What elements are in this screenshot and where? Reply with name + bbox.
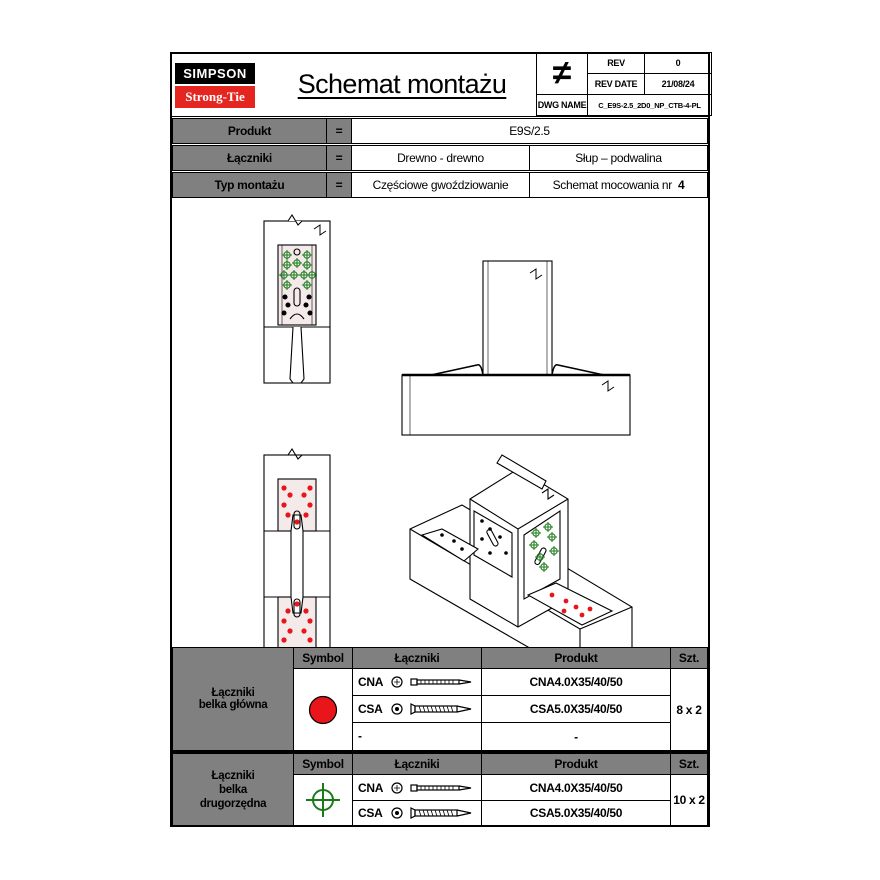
side-view (401, 260, 631, 436)
table1-row-cna: CNA (352, 668, 482, 696)
scheme-number: 4 (678, 178, 685, 192)
page-title: Schemat montażu (297, 68, 507, 99)
table2-group-label: Łączniki belka drugorzędna (172, 753, 294, 826)
table2-group-label-line2: belka (219, 783, 247, 796)
table1-header-qty: Szt. (670, 647, 708, 669)
table1-header-product: Produkt (481, 647, 671, 669)
csa-screw-icon (391, 807, 472, 819)
table1-header-symbol: Symbol (293, 647, 353, 669)
logo-strongtie-text: Strong-Tie (175, 86, 255, 108)
table2-row-csa: CSA (352, 800, 482, 826)
rev-label: REV (587, 52, 645, 74)
green-crosshair-symbol-icon (306, 783, 340, 817)
table2-header-qty: Szt. (670, 753, 708, 775)
table2-header-fasteners: Łączniki (352, 753, 482, 775)
iso-red-nails (549, 592, 593, 618)
front-view-upper-nails (278, 249, 318, 316)
mount-type-value-right: Schemat mocowania nr 4 (529, 172, 708, 198)
table2-group-label-line1: Łączniki (211, 769, 255, 782)
plan-view-lower (263, 447, 331, 647)
red-dot-symbol-icon (308, 695, 338, 724)
iso-black-holes (440, 519, 508, 555)
table2-symbol-cell (293, 774, 353, 826)
table1-empty-product: - (481, 722, 671, 751)
isometric-view (409, 454, 633, 647)
table2-header-product: Produkt (481, 753, 671, 775)
cna-nail-icon (391, 676, 472, 688)
not-equal-box: ≠ (536, 52, 588, 95)
mount-type-eq: = (326, 172, 352, 198)
installation-drawing (263, 213, 633, 647)
rev-date-value: 21/08/24 (644, 73, 712, 95)
table1-row-csa: CSA (352, 695, 482, 723)
dwg-name-label: DWG NAME (536, 94, 588, 116)
table1-csa-product: CSA5.0X35/40/50 (481, 695, 671, 723)
not-equal-icon: ≠ (552, 54, 572, 92)
fasteners-value-right: Słup – podwalina (529, 145, 708, 171)
fasteners-value-left: Drewno - drewno (351, 145, 530, 171)
fasteners-eq: = (326, 145, 352, 171)
table1-group-label: Łączniki belka główna (172, 647, 294, 751)
table2-cna-code: CNA (358, 781, 384, 795)
table1-qty: 8 x 2 (670, 668, 708, 751)
drawing-sheet: SIMPSON Strong-Tie Schemat montażu ≠ DWG… (170, 52, 712, 827)
table1-group-label-line2: belka główna (198, 699, 268, 711)
product-eq: = (326, 118, 352, 144)
logo-simpson-text: SIMPSON (175, 63, 255, 84)
scheme-label: Schemat mocowania nr (552, 178, 673, 192)
table2-qty: 10 x 2 (670, 774, 708, 826)
table1-empty-code: - (358, 729, 362, 743)
product-value: E9S/2.5 (351, 118, 708, 144)
table2-group-label-line3: drugorzędna (199, 797, 267, 810)
front-view-upper (263, 213, 331, 384)
table1-cna-code: CNA (358, 675, 384, 689)
rev-value: 0 (644, 52, 712, 74)
table1-group-label-line1: Łączniki (211, 687, 255, 699)
csa-screw-icon (391, 703, 472, 715)
table2-row-cna: CNA (352, 774, 482, 801)
table2-header-symbol: Symbol (293, 753, 353, 775)
mount-type-label: Typ montażu (172, 172, 327, 198)
simpson-logo: SIMPSON Strong-Tie (175, 59, 255, 109)
product-label: Produkt (172, 118, 327, 144)
table1-row-empty: - (352, 722, 482, 751)
plan-view-red-nails (281, 485, 313, 643)
cna-nail-icon (391, 782, 472, 794)
fasteners-label: Łączniki (172, 145, 327, 171)
table1-cna-product: CNA4.0X35/40/50 (481, 668, 671, 696)
table1-csa-code: CSA (358, 702, 383, 716)
mount-type-value-left: Częściowe gwoździowanie (351, 172, 530, 198)
table2-csa-product: CSA5.0X35/40/50 (481, 800, 671, 826)
dwg-name-value: C_E9S-2.5_2D0_NP_CTB-4-PL (587, 94, 712, 116)
rev-date-label: REV DATE (587, 73, 645, 95)
table2-csa-code: CSA (358, 806, 383, 820)
table1-symbol-cell (293, 668, 353, 751)
table1-header-fasteners: Łączniki (352, 647, 482, 669)
table2-cna-product: CNA4.0X35/40/50 (481, 774, 671, 801)
